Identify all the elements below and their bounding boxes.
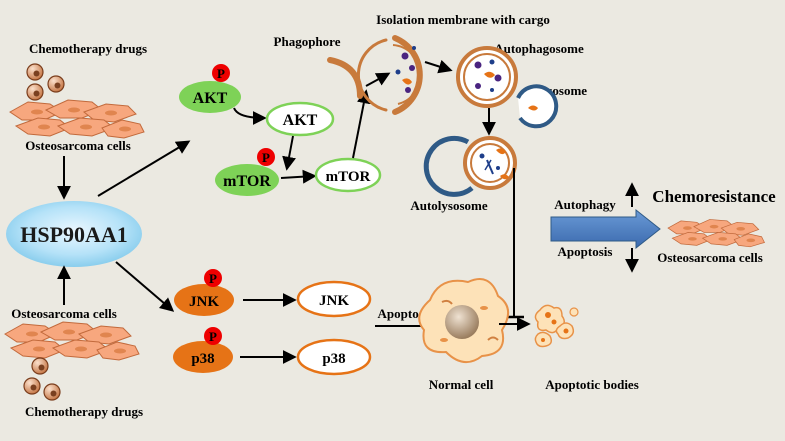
mtor-phospho-node (215, 164, 279, 196)
isolation-membrane-shape (356, 35, 423, 115)
jnk-phospho-p: P (209, 271, 217, 286)
chemo-drug-pills-bottom (23, 357, 61, 401)
akt-phospho-node (179, 81, 241, 113)
mtor-phospho-label: mTOR (223, 173, 271, 190)
osteo-cells-bottom-label: Osteosarcoma cells (11, 306, 117, 321)
chemo-drugs-bottom-label: Chemotherapy drugs (25, 404, 143, 419)
chemo-drug-pills-top (26, 63, 65, 101)
chemo-drugs-top-label: Chemotherapy drugs (29, 41, 147, 56)
arrow-phagophore-to-isolation (365, 72, 391, 87)
autophagosome-shape (456, 46, 518, 108)
mtor-label: mTOR (326, 169, 371, 185)
phagophore-label: Phagophore (274, 34, 341, 49)
jnk-label: JNK (319, 293, 349, 309)
akt-node (265, 101, 335, 137)
phagophore-shape (327, 57, 363, 99)
autophagy-label: Autophagy (554, 197, 616, 212)
mtor-phospho-p: P (262, 150, 270, 165)
akt-label: AKT (283, 112, 318, 129)
jnk-phospho-node (174, 284, 234, 316)
arrow-hsp-to-akt (97, 140, 191, 197)
p38-label: p38 (322, 351, 345, 367)
arrow-mtor-to-phagophore (352, 89, 371, 159)
hsp90aa1-node (6, 201, 142, 267)
akt-phospho-p: P (217, 66, 225, 81)
jnk-phospho-label: JNK (189, 294, 219, 310)
mtor-node (314, 157, 382, 193)
normal-cell-label: Normal cell (429, 377, 494, 392)
apoptosis-right-label: Apoptosis (558, 244, 613, 259)
akt-phospho-label: AKT (193, 90, 228, 107)
osteosarcoma-cells-right-image (667, 219, 765, 248)
jnk-node (296, 280, 372, 318)
autophagosome-label: Autophagosome (494, 41, 584, 56)
p38-node (296, 338, 372, 376)
jnk-phospho-badge (204, 269, 222, 287)
p38-phospho-node (173, 341, 233, 373)
arrow-akt-to-mtor-p (282, 135, 296, 171)
lysosome-shape (516, 84, 559, 129)
autolysosome-label: Autolysosome (410, 198, 488, 213)
arrow-isolation-to-autophagosome (424, 59, 453, 74)
p38-phospho-p: P (209, 329, 217, 344)
isolation-membrane-label: Isolation membrane with cargo (376, 12, 550, 27)
hsp90aa1-label: HSP90AA1 (20, 222, 128, 247)
akt-phospho-badge (212, 64, 230, 82)
normal-cell-shape (418, 278, 509, 363)
p38-phospho-badge (204, 327, 222, 345)
chemoresistance-big-arrow (550, 208, 661, 250)
chemoresistance-label: Chemoresistance (652, 187, 776, 206)
apoptotic-bodies-shape (534, 304, 579, 348)
arrow-hsp-to-jnk-p38 (115, 261, 175, 312)
osteo-cells-top-label: Osteosarcoma cells (25, 138, 131, 153)
apoptotic-bodies-label: Apoptotic bodies (545, 377, 639, 392)
p38-phospho-label: p38 (191, 351, 214, 367)
osteo-cells-right-label: Osteosarcoma cells (657, 250, 763, 265)
autolysosome-shape (423, 135, 517, 197)
arrow-mtor-p-to-mtor (280, 169, 317, 184)
arrow-akt-p-to-akt (233, 107, 267, 125)
osteosarcoma-cells-bottom-image (4, 321, 140, 361)
osteosarcoma-cells-top-image (9, 99, 145, 139)
mtor-phospho-badge (257, 148, 275, 166)
